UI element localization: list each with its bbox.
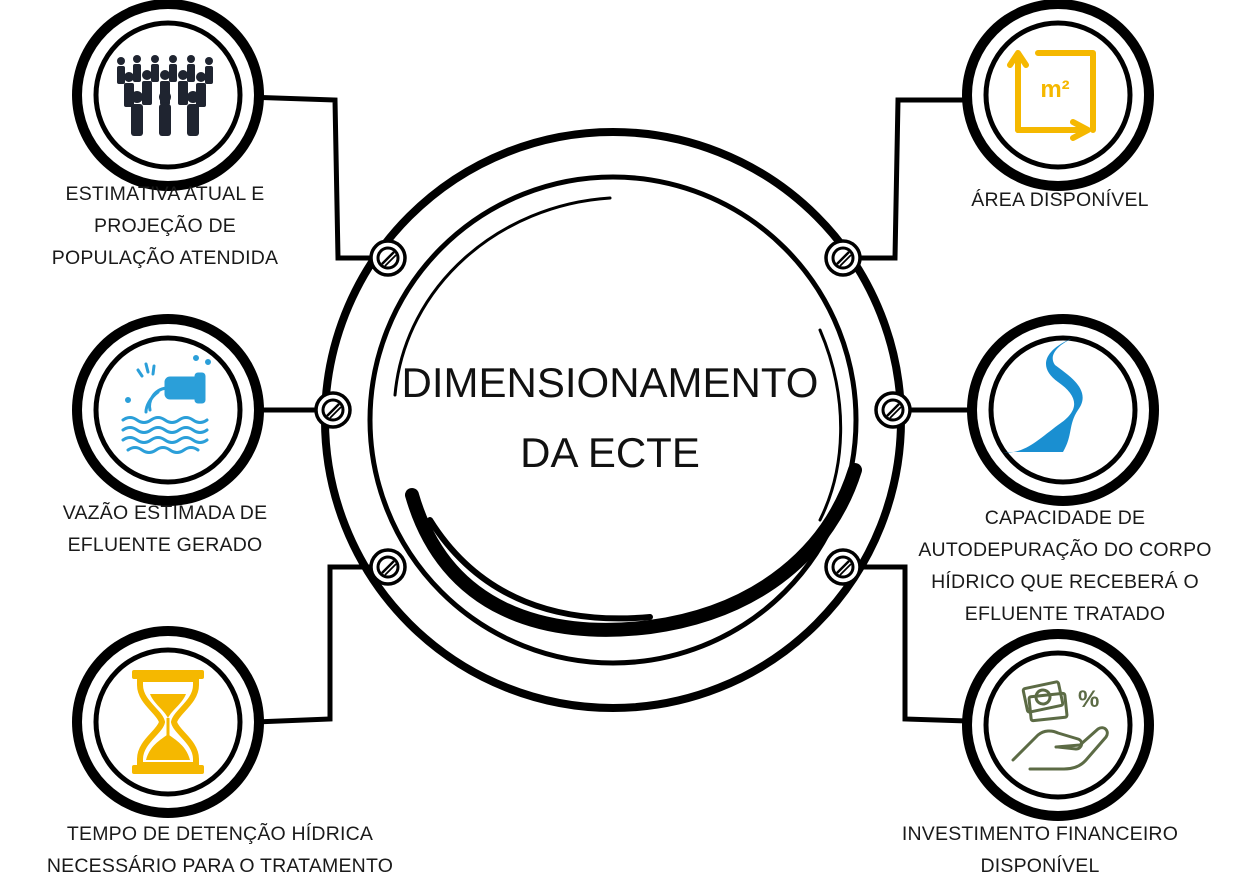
label-capacidade: CAPACIDADE DE AUTODEPURAÇÃO DO CORPO HÍD…: [895, 502, 1235, 630]
node-area: m²: [962, 0, 1154, 191]
central-title: DIMENSIONAMENTO DA ECTE: [375, 348, 845, 488]
label-tempo-line-1: TEMPO DE DETENÇÃO HÍDRICA: [66, 823, 374, 845]
connector-dot-area: [824, 239, 862, 277]
central-title-line-1: DIMENSIONAMENTO: [401, 359, 819, 406]
node-capacidade: [967, 314, 1159, 506]
label-tempo-line-2: NECESSÁRIO PARA O TRATAMENTO: [46, 855, 394, 877]
effluent-pipe-icon: [121, 355, 211, 454]
label-investimento-line-1: INVESTIMENTO FINANCEIRO: [901, 823, 1179, 845]
connector-dot-tempo: [369, 548, 407, 586]
label-vazao-line-1: VAZÃO ESTIMADA DE: [62, 502, 268, 524]
central-title-line-2: DA ECTE: [520, 429, 700, 476]
svg-text:m²: m²: [1040, 76, 1069, 103]
label-investimento-line-2: DISPONÍVEL: [980, 855, 1100, 877]
label-area-line-1: ÁREA DISPONÍVEL: [971, 189, 1149, 211]
label-area: ÁREA DISPONÍVEL: [930, 184, 1190, 216]
label-tempo: TEMPO DE DETENÇÃO HÍDRICA NECESSÁRIO PAR…: [0, 818, 440, 882]
label-populacao-line-1: ESTIMATIVA ATUAL E: [65, 183, 265, 205]
label-vazao-line-2: EFLUENTE GERADO: [67, 534, 263, 556]
hourglass-icon: [132, 670, 204, 774]
node-investimento: %: [962, 629, 1154, 821]
connector-dot-investimento: [824, 548, 862, 586]
connector-dot-vazao: [314, 391, 352, 429]
node-populacao: [72, 0, 264, 191]
label-capacidade-line-2: AUTODEPURAÇÃO DO CORPO: [918, 539, 1212, 561]
connector-dot-populacao: [369, 239, 407, 277]
label-capacidade-line-3: HÍDRICO QUE RECEBERÁ O: [931, 571, 1199, 593]
label-investimento: INVESTIMENTO FINANCEIRO DISPONÍVEL: [890, 818, 1190, 882]
label-populacao-line-3: POPULAÇÃO ATENDIDA: [51, 247, 279, 269]
label-capacidade-line-1: CAPACIDADE DE: [984, 507, 1146, 529]
node-tempo: [72, 626, 264, 818]
river-icon: [1003, 338, 1083, 453]
label-populacao-line-2: PROJEÇÃO DE: [94, 215, 236, 237]
connector-dot-capacidade: [874, 391, 912, 429]
crowd-icon: [117, 55, 213, 136]
label-capacidade-line-4: EFLUENTE TRATADO: [964, 603, 1166, 625]
money-hand-icon: %: [1011, 680, 1109, 771]
connector-lines: [242, 94, 1001, 725]
label-populacao: ESTIMATIVA ATUAL E PROJEÇÃO DE POPULAÇÃO…: [15, 178, 315, 274]
area-m2-icon: m²: [1007, 50, 1096, 141]
label-vazao: VAZÃO ESTIMADA DE EFLUENTE GERADO: [15, 497, 315, 561]
svg-text:%: %: [1078, 686, 1099, 713]
node-vazao: [72, 314, 264, 506]
